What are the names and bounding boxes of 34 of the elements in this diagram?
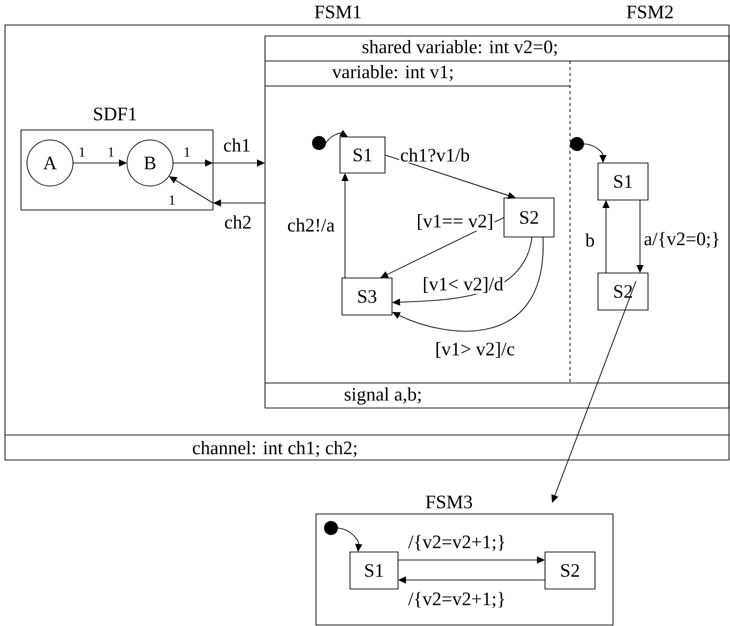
edge-label: b <box>584 232 596 248</box>
arrow <box>326 130 348 144</box>
state-box: S1 <box>598 162 648 200</box>
edge-label: [v1< v2]/d <box>422 276 504 294</box>
edge-label: /{v2=v2+1;} <box>407 590 507 610</box>
state-box: S3 <box>342 278 392 316</box>
rate-number: 1 <box>108 147 114 157</box>
edge-label: a/{v2=0;} <box>642 230 722 250</box>
initial-state-dot <box>570 137 584 151</box>
declaration-text: signal a,b; <box>344 387 421 405</box>
state-box: S1 <box>340 136 386 174</box>
edge-label: /{v2=v2+1;} <box>407 534 507 552</box>
heading: FSM2 <box>626 6 673 18</box>
rate-number: 1 <box>80 147 85 157</box>
edge-label: ch1 <box>222 137 252 153</box>
edge-label: ch2!/a <box>286 217 336 233</box>
heading: FSM1 <box>314 6 361 18</box>
edge-label: [v1> v2]/c <box>434 341 516 359</box>
state-box: S2 <box>598 272 648 310</box>
edge-label: ch2 <box>223 214 253 230</box>
initial-state-dot <box>324 521 338 535</box>
declaration-text: shared variable: int v2=0; <box>362 40 557 56</box>
edge-label: [v1== v2] <box>416 213 494 231</box>
edge-label: ch1?v1/b <box>399 147 471 163</box>
rate-number: 1 <box>170 195 175 205</box>
heading: FSM3 <box>426 496 472 508</box>
initial-state-dot <box>312 136 326 150</box>
state-box: S2 <box>544 552 596 590</box>
heading: SDF1 <box>94 108 136 120</box>
state-box: S2 <box>504 198 554 238</box>
rate-number: 1 <box>184 147 190 157</box>
declaration-text: channel: int ch1; ch2; <box>192 440 356 458</box>
declaration-text: variable: int v1; <box>332 64 453 82</box>
state-box: S1 <box>350 552 398 590</box>
